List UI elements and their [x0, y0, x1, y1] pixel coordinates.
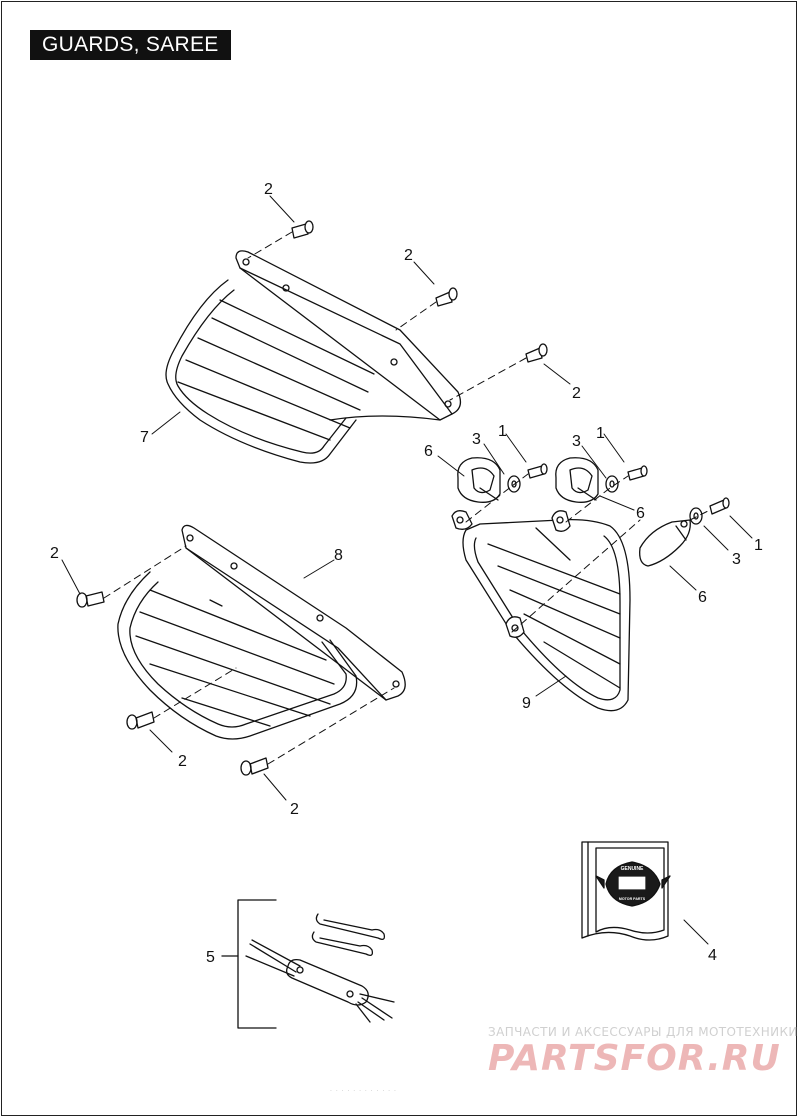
badge-text: GENUINE MOTOR PARTS [619, 866, 646, 901]
callout-labels: 2 2 2 7 6 3 1 3 1 6 1 3 6 2 8 9 2 2 4 5 [50, 181, 763, 966]
callout-6: 6 [636, 505, 645, 522]
screw-right [709, 497, 730, 515]
saree-guard-lower [117, 524, 406, 740]
washer-middle [605, 475, 619, 493]
bolt-1 [291, 220, 314, 239]
genuine-parts-badge [595, 861, 671, 907]
washer-left [507, 475, 521, 493]
callout-3: 3 [472, 431, 481, 448]
bolt-3 [525, 343, 548, 363]
bolt-5 [126, 711, 155, 730]
badge-top-text: GENUINE [621, 866, 644, 872]
callout-6: 6 [698, 589, 707, 606]
callout-9: 9 [522, 695, 531, 712]
callout-2: 2 [264, 181, 273, 198]
page-title: GUARDS, SAREE [30, 30, 231, 60]
callout-1: 1 [596, 425, 605, 442]
callout-1: 1 [754, 537, 763, 554]
saree-guard-right [451, 510, 631, 712]
callout-2: 2 [290, 801, 299, 818]
callout-4: 4 [708, 947, 717, 964]
leader-lines [61, 195, 753, 945]
assembly-lines [103, 231, 711, 765]
callout-2: 2 [50, 545, 59, 562]
bolt-6 [240, 757, 269, 776]
screw-middle [627, 465, 648, 481]
bolt-2 [435, 287, 458, 307]
clamp-middle [555, 457, 599, 503]
watermark-tagline: ЗАПЧАСТИ И АКСЕССУАРЫ ДЛЯ МОТОТЕХНИКИ [488, 1025, 798, 1039]
instruction-booklet [581, 841, 671, 941]
bolt-4 [76, 591, 105, 608]
washer-right [689, 507, 703, 525]
callout-2: 2 [572, 385, 581, 402]
tool-kit [221, 899, 395, 1029]
callout-7: 7 [140, 429, 149, 446]
callout-1: 1 [498, 423, 507, 440]
badge-bottom-text: MOTOR PARTS [619, 897, 646, 901]
watermark-logo: PARTSFOR.RU [488, 1038, 781, 1079]
callout-6: 6 [424, 443, 433, 460]
clamp-right [639, 519, 691, 567]
callout-5: 5 [206, 949, 215, 966]
callout-8: 8 [334, 547, 343, 564]
callout-3: 3 [572, 433, 581, 450]
callout-3: 3 [732, 551, 741, 568]
callout-2: 2 [178, 753, 187, 770]
footnote: · · · · · · · · · · · · [330, 1088, 397, 1095]
saree-guard-upper [165, 250, 462, 464]
screw-left [527, 463, 548, 479]
clamp-left [457, 457, 501, 503]
callout-2: 2 [404, 247, 413, 264]
